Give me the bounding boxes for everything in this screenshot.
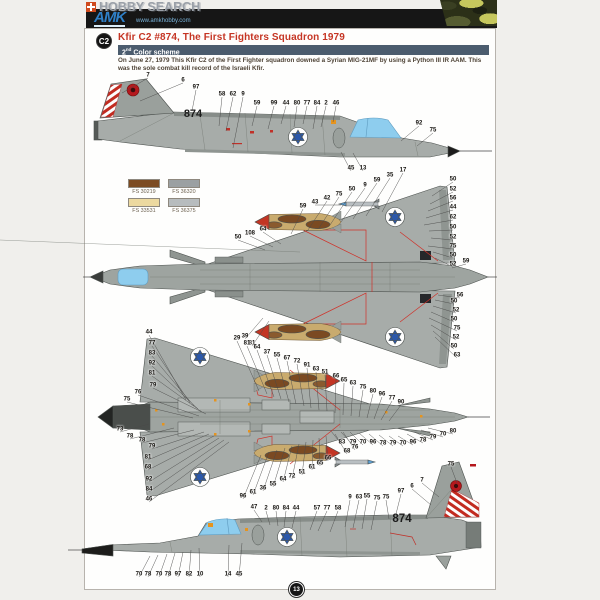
amk-logo: AMK — [94, 9, 126, 27]
swatch-color-3 — [168, 198, 200, 207]
hobby-search-logo-icon — [86, 2, 96, 12]
brand-bar: AMK www.amkhobby.com — [86, 9, 497, 28]
paint-swatch: FS 30219 — [128, 179, 160, 195]
brand-website: www.amkhobby.com — [136, 18, 191, 24]
instruction-page — [84, 28, 496, 590]
camouflage-strip — [440, 0, 497, 26]
paint-swatch-table: FS 30219 FS 36320 FS 33531 FS 36375 — [128, 179, 208, 214]
page-title: Kfir C2 #874, The First Fighters Squadro… — [118, 32, 345, 43]
scheme-bar: 2nd Color scheme — [118, 45, 489, 57]
paint-swatch: FS 36375 — [168, 198, 200, 214]
scheme-ordinal: nd — [125, 47, 132, 52]
history-text: On June 27, 1979 This Kfir C2 of the Fir… — [118, 57, 482, 73]
paint-swatch: FS 36320 — [168, 179, 200, 195]
swatch-color-1 — [168, 179, 200, 188]
scheme-badge: C2 — [96, 33, 112, 49]
swatch-code: FS 36375 — [172, 208, 196, 214]
swatch-code: FS 36320 — [172, 189, 196, 195]
swatch-color-0 — [128, 179, 160, 188]
watermark-text: HOBBY SEARCH — [99, 0, 201, 14]
scheme-number: 2 — [122, 49, 126, 57]
page-number-badge: 13 — [290, 583, 303, 596]
paint-swatch: FS 33531 — [128, 198, 160, 214]
swatch-code: FS 33531 — [132, 208, 156, 214]
swatch-color-2 — [128, 198, 160, 207]
watermark: HOBBY SEARCH — [86, 0, 200, 14]
scheme-label: Color scheme — [131, 49, 180, 57]
swatch-code: FS 30219 — [132, 189, 156, 195]
